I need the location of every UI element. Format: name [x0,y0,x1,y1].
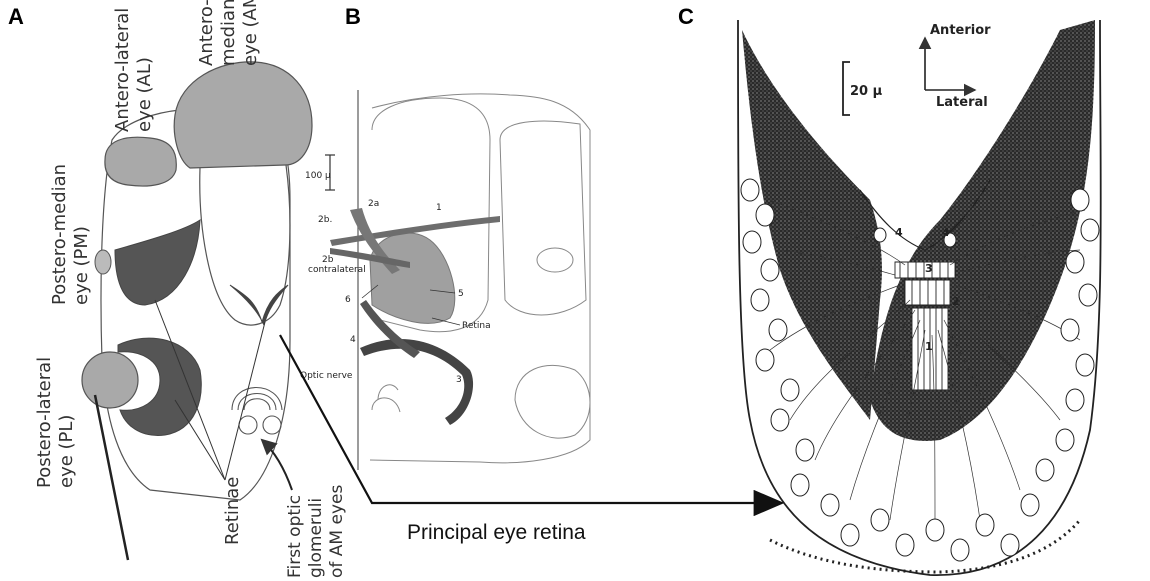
label-retinae: Retinae [222,477,243,545]
arrow-caption: Principal eye retina [407,521,586,544]
label-2a: 2a [368,199,379,209]
al-eye-lens [105,137,176,186]
right-dark-layer [870,20,1095,441]
layer-label-4a: 4 [895,226,903,239]
basal-dots [770,520,1080,572]
label-postero-median-2: eye (PM) [71,226,92,305]
label-6: 6 [345,295,351,305]
label-2b-contra-2: contralateral [308,265,366,275]
am-eye-lens [174,62,312,168]
label-antero-lateral-1: Antero-lateral [112,8,133,132]
label-1: 1 [436,203,442,213]
label-antero-lateral-2: eye (AL) [134,57,155,132]
label-optic-nerve: Optic nerve [300,371,353,381]
panel-b-left-glomeruli [372,385,400,412]
label-3: 3 [456,375,462,385]
pm-eye-retina [115,220,200,305]
label-postero-lateral-2: eye (PL) [56,415,77,488]
orientation-axes [925,38,975,90]
label-glomeruli-3: of AM eyes [327,485,347,578]
label-glomeruli-2: glomeruli [306,498,326,578]
panel-b-right-am-outline [500,121,586,315]
label-4: 4 [350,335,356,345]
panel-a-letter: A [8,4,24,29]
am-eye-tube [200,165,290,325]
panel-b-letter: B [345,4,361,29]
panel-c: C [678,4,1101,575]
panel-b-scale-label: 100 μ [305,171,331,181]
label-5: 5 [458,289,464,299]
pl-eye-lens [82,352,138,408]
panel-b-pl-eye [515,365,590,438]
first-optic-glomeruli [232,388,282,435]
layer-label-1: 1 [925,340,933,353]
panel-b-retina-region [370,233,455,323]
pl-pointer-line [95,395,128,560]
layer-label-2: 2 [952,295,960,308]
axis-label-lateral: Lateral [936,95,988,110]
layer-label-3: 3 [925,262,933,275]
label-antero-median-3: eye (AM) [240,0,261,66]
label-antero-median-1: Antero- [196,0,217,66]
am-retina [230,285,288,325]
panel-c-scale-bar [843,62,850,115]
label-retina: Retina [462,321,491,331]
glomeruli-arrow [262,440,292,490]
label-antero-median-2: median [218,0,239,66]
label-postero-median-1: Postero-median [49,164,70,305]
panel-c-scale-label: 20 μ [850,84,883,99]
label-2b: 2b. [318,215,332,225]
panel-b-pm-eye [537,248,573,272]
panel-c-letter: C [678,4,694,29]
label-postero-lateral-1: Postero-lateral [34,357,55,488]
axis-label-anterior: Anterior [930,23,991,38]
panel-b: B 100 μ 2a 2b. 2b contralateral 1 5 6 Re… [300,4,590,470]
principal-eye-retina-arrow [280,335,780,503]
panel-a: A A [8,0,347,578]
layer-label-4b: 4 [942,226,950,239]
label-glomeruli-1: First optic [285,495,305,578]
pm-eye-lens [95,250,111,274]
label-2b-contra-1: 2b [322,255,334,265]
